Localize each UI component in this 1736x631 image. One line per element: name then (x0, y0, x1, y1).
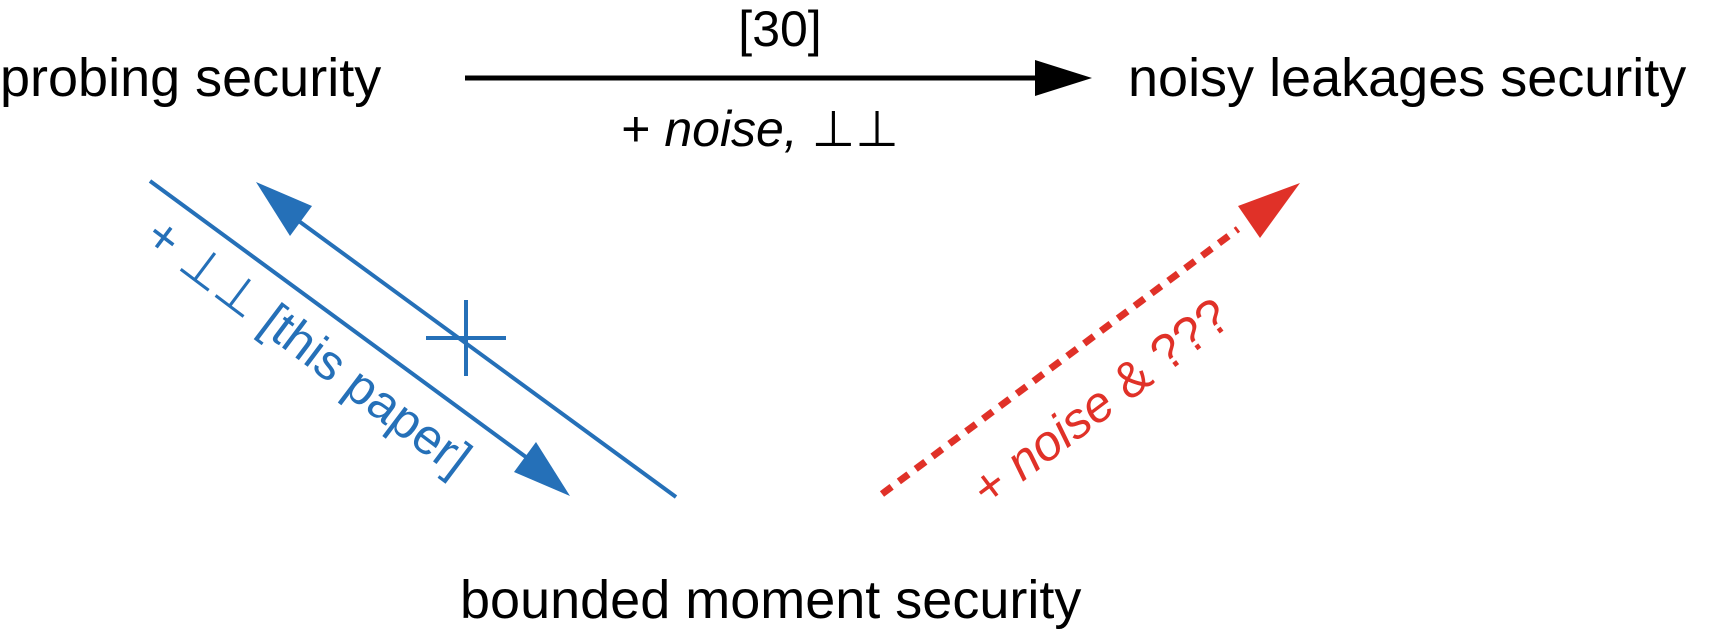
blue-down-arrow-label: + ⊥⊥ [this paper] (135, 206, 481, 486)
bounded-moment-security-label: bounded moment security (460, 570, 1081, 630)
top-arrow-head (1035, 60, 1092, 96)
top-arrow (465, 60, 1092, 96)
blue-up-crossed-arrow (256, 182, 678, 499)
noisy-leakages-security-label: noisy leakages security (1128, 48, 1686, 108)
independence-symbol: ⊥⊥ (812, 101, 899, 157)
probing-security-label: probing security (0, 48, 381, 108)
top-arrow-citation: [30] (738, 1, 821, 57)
blue-down-arrow-line (148, 179, 532, 462)
red-label-rest: & ??? (1091, 287, 1240, 419)
top-arrow-noise: noise, (664, 101, 811, 157)
top-arrow-condition: + noise, ⊥⊥ (621, 101, 899, 157)
blue-down-arrow-head (514, 442, 570, 496)
blue-up-arrow-head (256, 182, 312, 236)
red-dotted-arrow-head (1238, 183, 1300, 238)
red-dotted-arrow-line (879, 226, 1241, 497)
blue-up-arrow-line (294, 217, 678, 499)
red-dotted-arrow (879, 183, 1300, 497)
top-arrow-plus: + (621, 101, 664, 157)
blue-down-arrow (148, 179, 570, 496)
